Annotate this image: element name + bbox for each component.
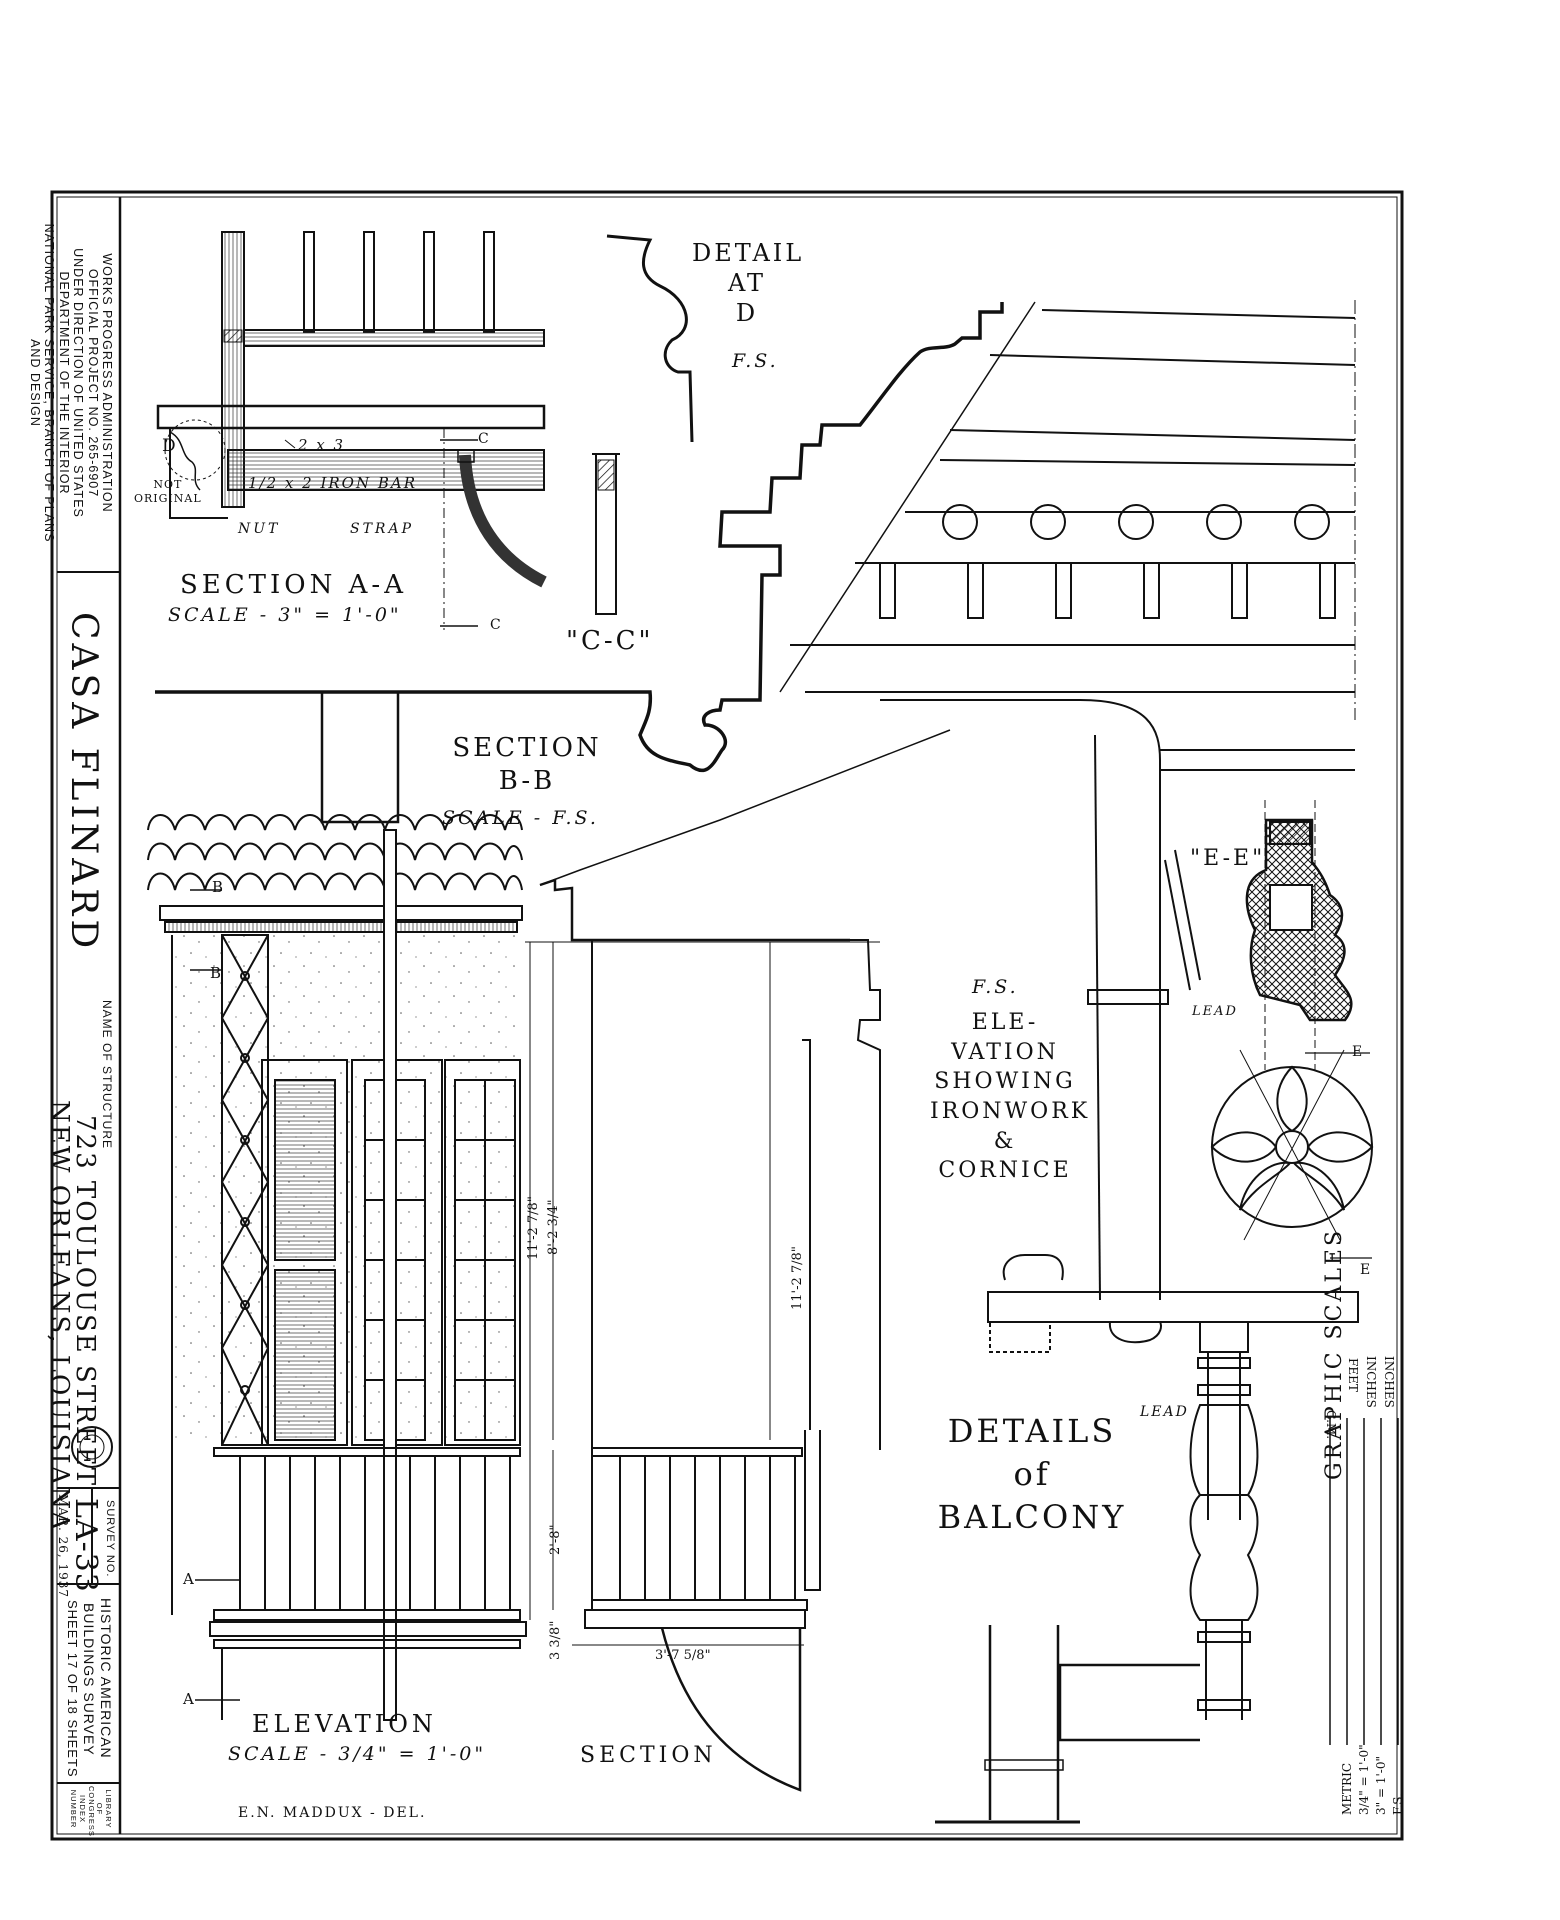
dimension-text: 3 3/8" <box>548 1620 563 1660</box>
scale-inches-label-1: INCHES <box>1364 1356 1378 1408</box>
elevation-title: ELEVATION <box>252 1710 437 1738</box>
fs-elevation-scale: F.S. <box>972 976 1019 998</box>
not-original-note: NOT ORIGINAL <box>134 478 202 505</box>
dentil-row <box>879 504 1336 619</box>
library-index: LIBRARY OF CONGRESS INDEX NUMBER <box>69 1786 114 1837</box>
mark-a-top: A <box>183 1570 197 1588</box>
scale-metric-label: METRIC <box>1340 1762 1354 1815</box>
balcony-section-drawing <box>525 729 951 1792</box>
mark-c-top: C <box>478 431 492 447</box>
nut-note: NUT <box>238 521 281 537</box>
balcony-elevation-drawing <box>147 690 650 1721</box>
address-line-2: NEW ORLEANS, LOUISIANA <box>44 1100 74 1532</box>
elevation-railing <box>209 1447 527 1720</box>
mark-a-bottom: A <box>183 1690 197 1708</box>
dimension-text: 11'-2 7/8" <box>790 1246 805 1310</box>
roof-tiles <box>147 814 523 933</box>
survey-label: SURVEY NO. <box>104 1500 116 1578</box>
elevation-scale: SCALE - 3/4" = 1'-0" <box>228 1743 487 1765</box>
delineator-credit: E.N. MADDUX - DEL. <box>238 1805 427 1821</box>
section-aa-scale: SCALE - 3" = 1'-0" <box>168 604 402 626</box>
ee-section-drawing <box>1245 800 1353 1070</box>
section-bb-title: SECTION B-B <box>452 733 602 796</box>
dimension-lines <box>525 941 880 1646</box>
dimension-text: 8'-2 3/4" <box>546 1199 561 1255</box>
habs-line-1: HISTORIC AMERICAN <box>98 1598 114 1759</box>
habs-seal <box>71 1426 113 1468</box>
scale-inches-label-2: INCHES <box>1382 1356 1396 1408</box>
lead-note-upper: LEAD <box>1192 1004 1238 1019</box>
survey-number: LA-33 <box>68 1498 103 1593</box>
strap-note: STRAP <box>350 521 414 537</box>
mark-b-bottom: B <box>210 964 225 982</box>
iron-bar-note: 1/2 x 2 IRON BAR <box>248 474 418 492</box>
address-line-1: 723 TOULOUSE STREET <box>70 1115 100 1488</box>
scale-fs-label: F.S. <box>1391 1793 1405 1815</box>
fs-elevation-title: ELE- VATION SHOWING IRONWORK & CORNICE <box>930 1010 1091 1184</box>
ee-title: "E-E" <box>1190 846 1266 871</box>
scale-3-4-label: 3/4" = 1'-0" <box>1357 1744 1371 1815</box>
mark-c-bottom: C <box>490 617 504 633</box>
agency-block: WORKS PROGRESS ADMINISTRATION OFFICIAL P… <box>28 223 114 543</box>
graphic-scales-title: GRAPHIC SCALES <box>1322 1227 1347 1480</box>
structure-name: CASA FLINARD <box>63 612 104 953</box>
mark-e-top: E <box>1352 1044 1366 1060</box>
ironwork-lattice <box>220 934 270 1446</box>
details-of-balcony-title: DETAILS of BALCONY <box>937 1412 1127 1537</box>
section-bb-scale: SCALE - F.S. <box>442 807 599 829</box>
dimension-text: 3'-7 5/8" <box>655 1648 711 1663</box>
section-aa-title: SECTION A-A <box>180 570 407 600</box>
section-title: SECTION <box>580 1743 717 1768</box>
scale-3-label: 3" = 1'-0" <box>1374 1756 1388 1815</box>
title-block-frame <box>57 571 120 1784</box>
two-by-three-note: 2 x 3 <box>298 436 346 454</box>
survey-date: MAR. 26, 1937 <box>56 1494 70 1599</box>
cornice-elevation-drawing <box>779 300 1356 720</box>
lead-note-lower: LEAD <box>1140 1404 1189 1420</box>
cc-detail-drawing <box>592 453 620 615</box>
baluster-drawing <box>987 1254 1359 1720</box>
dimension-text: 2'-8" <box>548 1524 563 1556</box>
sheet-border <box>50 190 1404 1841</box>
habs-line-2: BUILDINGS SURVEY <box>81 1603 97 1756</box>
detail-d-scale: F.S. <box>732 350 779 372</box>
detail-d-drawing <box>606 234 694 443</box>
detail-d-title: DETAIL AT D <box>692 239 805 327</box>
dimension-text: 11'-2 7/8" <box>526 1196 541 1260</box>
mark-d: D <box>162 436 178 456</box>
cc-title: "C-C" <box>566 626 654 656</box>
sheet-number: SHEET 17 OF 18 SHEETS <box>65 1600 80 1778</box>
cornice-profile-drawing <box>155 302 1004 773</box>
balcony-post-drawing <box>935 1625 1200 1824</box>
shutters <box>261 1059 521 1446</box>
mark-b-top: B <box>212 878 227 896</box>
scale-feet-label: FEET <box>1346 1358 1360 1392</box>
name-of-structure-label: NAME OF STRUCTURE <box>100 1000 114 1149</box>
downspout-drawing <box>880 699 1355 1301</box>
graphic-scales-drawing <box>1329 1418 1399 1745</box>
scale-gm-label: G.M. <box>1324 1410 1338 1440</box>
section-aa-drawing <box>156 231 547 630</box>
mark-e-bottom: E <box>1360 1262 1374 1278</box>
rosette-drawing <box>1210 1049 1374 1259</box>
